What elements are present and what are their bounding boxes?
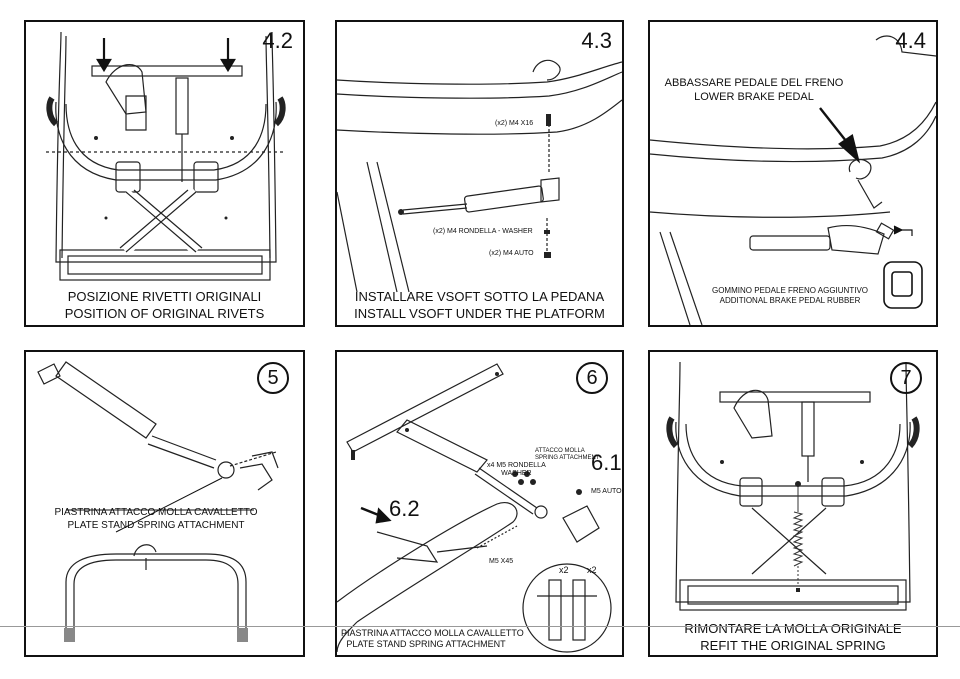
spring-attachment-illustration <box>337 363 612 653</box>
panel-7: 7 RIMONTARE LA MOLLA ORIGINALE REFIT THE… <box>648 350 938 657</box>
step-number-badge: 7 <box>890 362 922 394</box>
label-english: SPRING ATTACHMENT <box>535 455 600 461</box>
fold-line <box>0 626 960 627</box>
label-lower-brake-pedal: ABBASSARE PEDALE DEL FRENO LOWER BRAKE P… <box>664 76 844 104</box>
label-italian: x4 M5 RONDELLA <box>487 462 546 469</box>
caption-english: REFIT THE ORIGINAL SPRING <box>700 638 886 653</box>
label-english: LOWER BRAKE PEDAL <box>694 91 814 103</box>
caption: RIMONTARE LA MOLLA ORIGINALE REFIT THE O… <box>650 620 936 654</box>
panel-4-2: 4.2 POSIZIONE RIVETTI ORIGINALI POSITION… <box>24 20 305 327</box>
label-spring-attachment: ATTACCO MOLLA SPRING ATTACHMENT <box>535 448 599 462</box>
label-italian: ATTACCO MOLLA <box>535 448 585 454</box>
step-number: 4.4 <box>895 28 926 53</box>
label-x2-left: x2 <box>559 565 569 575</box>
step-number: 4.2 <box>262 28 293 53</box>
label-brake-rubber: GOMMINO PEDALE FRENO AGGIUNTIVO ADDITION… <box>700 286 880 306</box>
caption-italian: RIMONTARE LA MOLLA ORIGINALE <box>684 621 902 636</box>
label-washer: x4 M5 RONDELLA WASHER <box>487 462 546 478</box>
brake-pedal-illustration <box>650 35 936 325</box>
label-english: ADDITIONAL BRAKE PEDAL RUBBER <box>719 296 861 305</box>
label-screws: (x2) M4 X16 <box>495 120 534 127</box>
label-nut: M5 AUTO <box>591 488 622 495</box>
install-vsoft-illustration <box>337 59 622 293</box>
label-washer: (x2) M4 RONDELLA - WASHER <box>433 228 533 235</box>
substep-6-2: 6.2 <box>389 496 420 521</box>
panel-5: 5 PIASTRINA ATTACCO MOLLA CAVALLETTO PLA… <box>24 350 305 657</box>
panel-4-4: 4.4 ABBASSARE PEDALE DEL FRENO LOWER BRA… <box>648 20 938 327</box>
caption: PIASTRINA ATTACCO MOLLA CAVALLETTO PLATE… <box>341 628 524 650</box>
label-nut: (x2) M4 AUTO <box>489 250 534 257</box>
caption-english: PLATE STAND SPRING ATTACHMENT <box>346 639 506 649</box>
caption: POSIZIONE RIVETTI ORIGINALI POSITION OF … <box>26 288 303 322</box>
caption-english: POSITION OF ORIGINAL RIVETS <box>64 306 265 321</box>
label-bolt: M5 X45 <box>489 558 514 565</box>
caption-italian: INSTALLARE VSOFT SOTTO LA PEDANA <box>354 289 605 304</box>
step-number: 4.3 <box>581 28 612 53</box>
substep-6-1: 6.1 <box>591 450 622 475</box>
caption-italian: PIASTRINA ATTACCO MOLLA CAVALLETTO <box>341 628 524 638</box>
panel-6: 6 6.1 6.2 ATTACCO MOLLA SPRING ATTACHMEN… <box>335 350 624 657</box>
refit-spring-illustration <box>666 361 920 611</box>
caption: INSTALLARE VSOFT SOTTO LA PEDANA INSTALL… <box>337 288 622 322</box>
caption: PIASTRINA ATTACCO MOLLA CAVALLETTO PLATE… <box>26 506 286 532</box>
label-italian: ABBASSARE PEDALE DEL FRENO <box>664 77 844 89</box>
label-x2-right: x2 <box>587 565 597 575</box>
caption-english: INSTALL VSOFT UNDER THE PLATFORM <box>354 306 605 321</box>
step-number-badge: 6 <box>576 362 608 394</box>
rivets-illustration <box>46 31 286 281</box>
caption-italian: POSIZIONE RIVETTI ORIGINALI <box>67 289 262 304</box>
label-italian: GOMMINO PEDALE FRENO AGGIUNTIVO <box>711 286 869 295</box>
caption-english: PLATE STAND SPRING ATTACHMENT <box>67 520 245 531</box>
panel-4-3: 4.3 (x2) M4 X16 (x2) M4 RONDELLA - WASHE… <box>335 20 624 327</box>
spring-plate-illustration <box>37 361 279 642</box>
label-english: WASHER <box>501 470 532 477</box>
caption-italian: PIASTRINA ATTACCO MOLLA CAVALLETTO <box>54 507 258 518</box>
step-number-badge: 5 <box>257 362 289 394</box>
